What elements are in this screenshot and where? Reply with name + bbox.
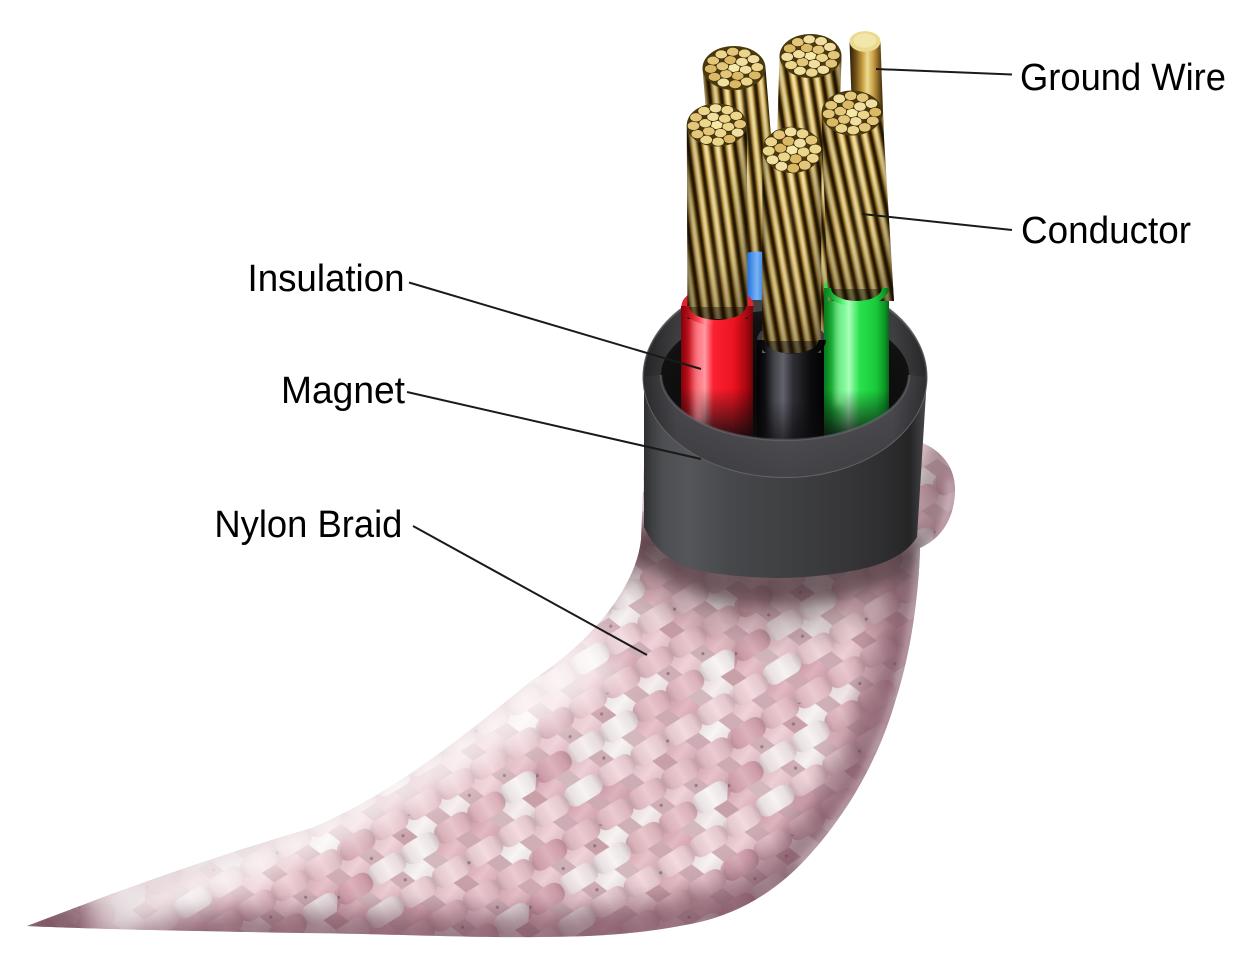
svg-text:Nylon Braid: Nylon Braid — [214, 504, 402, 546]
svg-text:Insulation: Insulation — [248, 258, 405, 300]
svg-text:Ground Wire: Ground Wire — [1020, 57, 1226, 99]
svg-text:Conductor: Conductor — [1021, 210, 1191, 252]
svg-text:Magnet: Magnet — [281, 370, 405, 412]
